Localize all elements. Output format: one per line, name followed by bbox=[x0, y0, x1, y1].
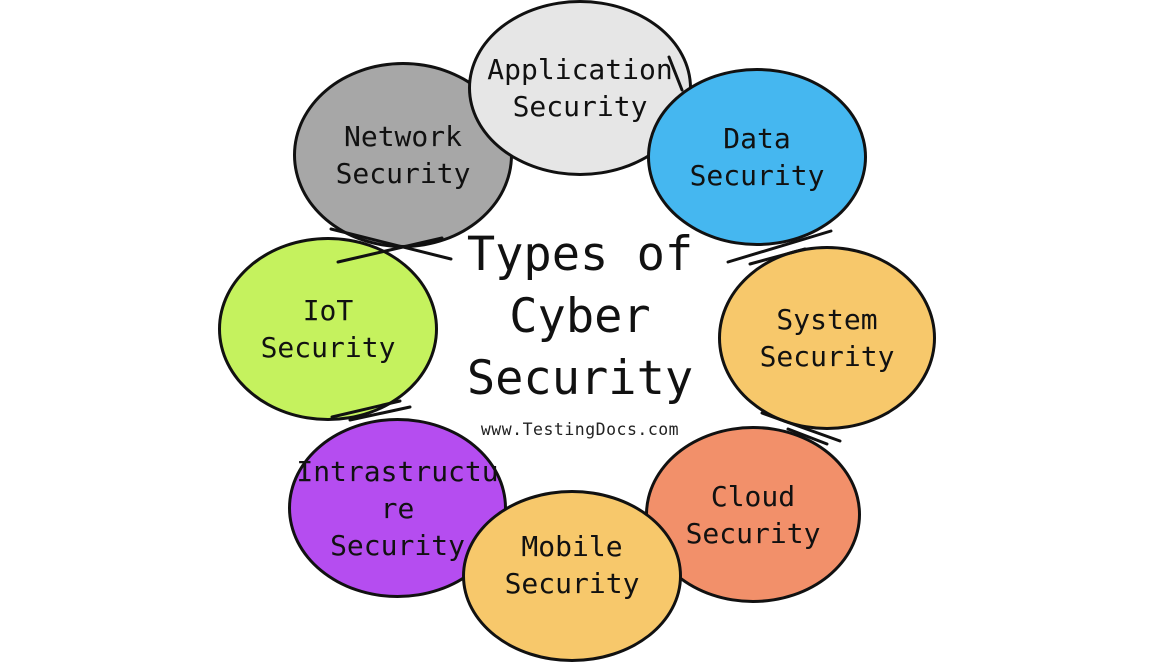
circle-label-line: Security bbox=[685, 516, 821, 550]
circle-label-line: Network bbox=[343, 120, 462, 153]
title-line-2: Cyber bbox=[509, 289, 651, 344]
circle-iot-security: IoT Security bbox=[218, 237, 438, 421]
circle-system-security: System Security bbox=[718, 246, 936, 430]
title-line-3: Security bbox=[466, 351, 694, 406]
title-line-1: Types of bbox=[466, 227, 694, 282]
circle-data-security: Data Security bbox=[647, 68, 867, 246]
website-caption: www.TestingDocs.com bbox=[480, 420, 680, 439]
circle-label-line: Security bbox=[330, 528, 465, 562]
diagram-title: Types of Cyber Security bbox=[380, 224, 780, 410]
circle-label-line: Security bbox=[512, 90, 648, 123]
circle-label-line: Security bbox=[689, 159, 825, 192]
circle-label-line: Intrastructu bbox=[296, 454, 499, 488]
circle-label-line: re bbox=[380, 491, 415, 525]
circle-label-line: Security bbox=[759, 340, 895, 373]
circle-label-line: System bbox=[776, 303, 878, 336]
circle-label-line: IoT bbox=[302, 294, 354, 327]
circle-label-line: Security bbox=[335, 157, 471, 190]
circle-label-line: Mobile bbox=[521, 530, 623, 563]
circle-mobile-security: Mobile Security bbox=[462, 490, 682, 662]
circle-intrastructure-security: Intrastructu re Security bbox=[288, 418, 507, 598]
circle-label-line: Application bbox=[487, 53, 673, 86]
circle-label-line: Security bbox=[504, 567, 640, 600]
circle-label-line: Security bbox=[260, 331, 396, 364]
circle-label-line: Cloud bbox=[710, 479, 796, 513]
circle-label-line: Data bbox=[723, 122, 791, 155]
